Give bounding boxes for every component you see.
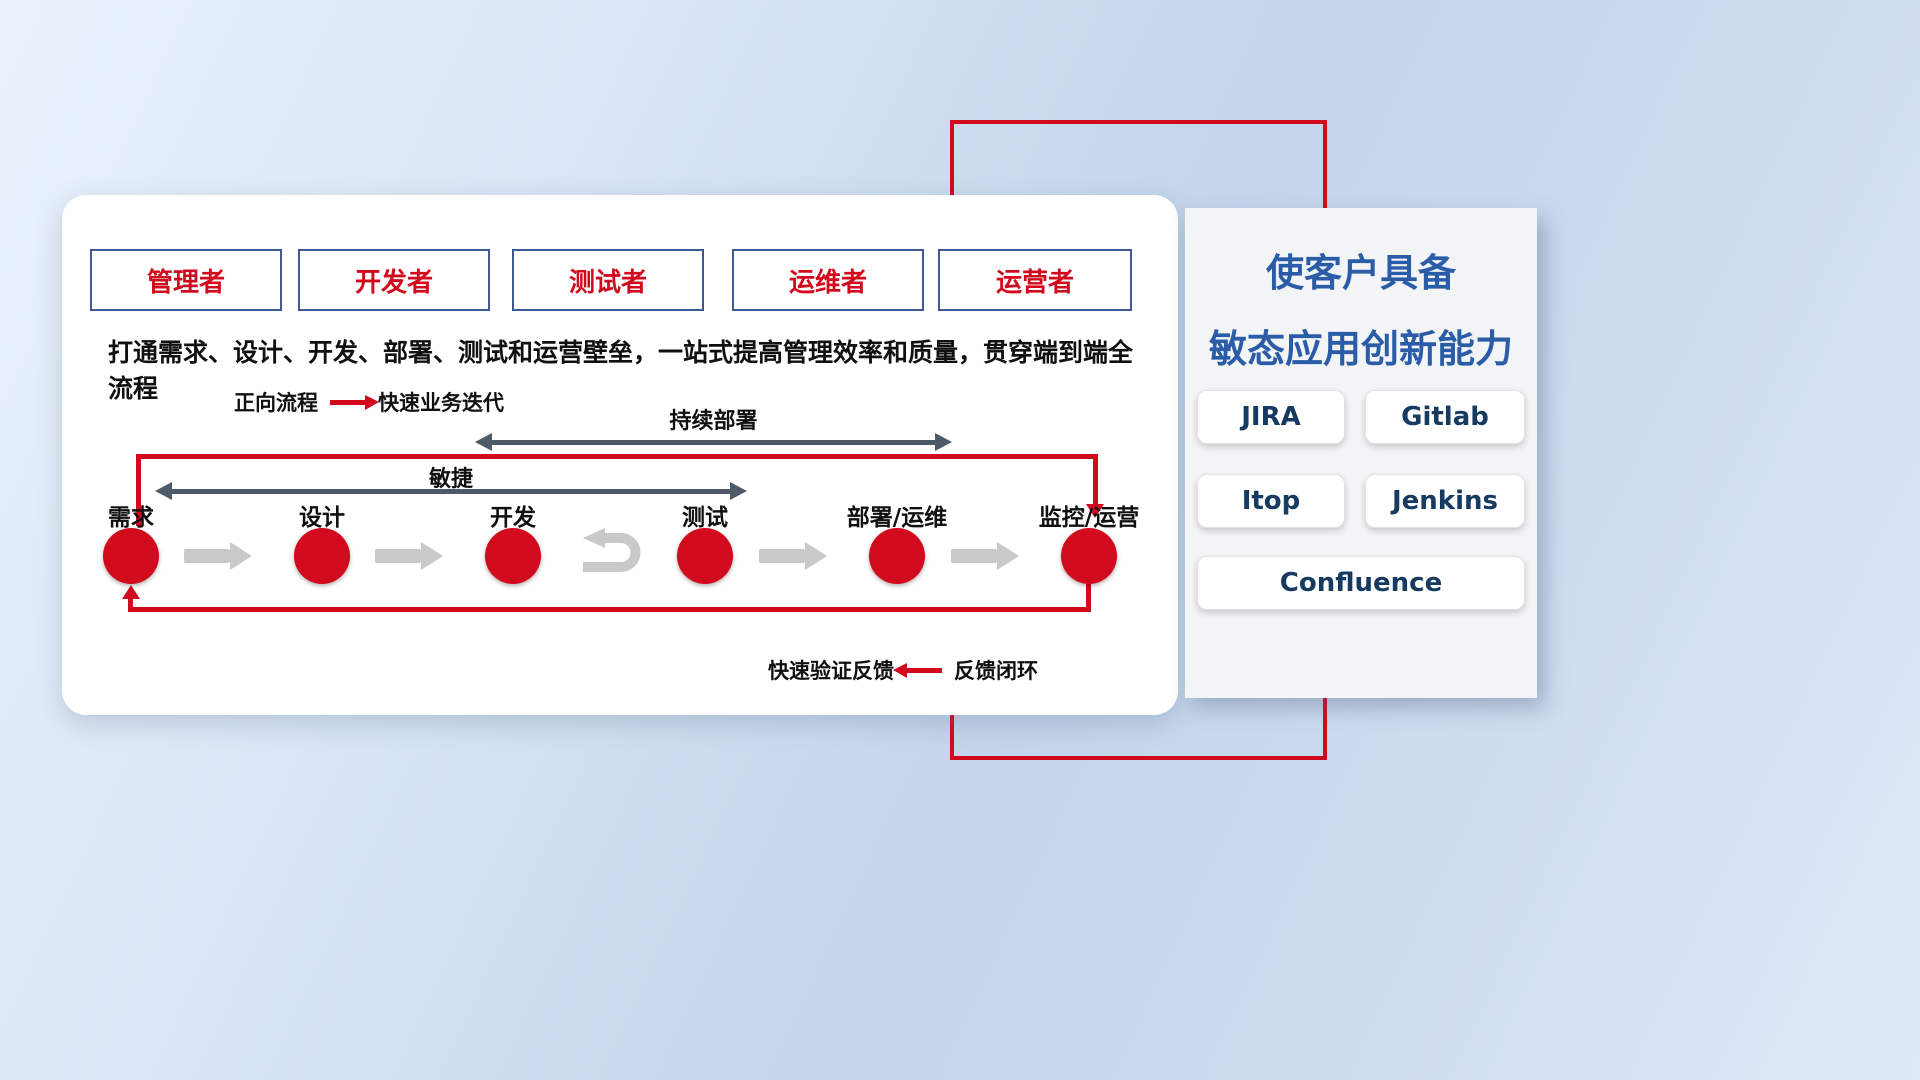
cd-arrow-label: 持续部署: [669, 409, 758, 434]
feedback-legend-desc: 反馈闭环: [954, 659, 1038, 683]
node-label-testing: 测试: [682, 505, 728, 531]
feedback-loop-bottom-line: [128, 607, 1091, 612]
feedback-legend: 快速验证反馈 反馈闭环: [768, 655, 1038, 685]
tool-itop: Itop: [1197, 474, 1345, 528]
feedback-arrow-icon: [893, 662, 942, 678]
flow-node-deploy-ops: [869, 528, 925, 584]
role-box-ops: 运维者: [732, 249, 924, 311]
step-arrow-icon: [759, 542, 827, 570]
tool-confluence: Confluence: [1197, 556, 1525, 610]
forward-arrow-icon: [330, 394, 379, 410]
node-label-development: 开发: [490, 505, 536, 531]
panel-title-line1: 使客户具备: [1265, 251, 1456, 295]
tool-jenkins: Jenkins: [1365, 474, 1525, 528]
devops-flow-card: 管理者 开发者 测试者 运维者 运营者 打通需求、设计、开发、部署、测试和运营壁…: [62, 195, 1178, 715]
role-label: 运维者: [788, 267, 867, 298]
role-label: 开发者: [354, 267, 433, 298]
iteration-loop-arrow-icon: [583, 528, 641, 572]
flow-node-requirements: [103, 528, 159, 584]
forward-loop-top-line: [136, 454, 1098, 459]
feedback-legend-label: 快速验证反馈: [768, 659, 894, 683]
step-arrow-icon: [375, 542, 443, 570]
forward-legend: 正向流程 快速业务迭代: [234, 387, 504, 417]
node-label-deploy-ops: 部署/运维: [846, 505, 948, 531]
feedback-loop-arrowhead-icon: [122, 585, 140, 599]
role-box-manager: 管理者: [90, 249, 282, 311]
role-label: 管理者: [146, 267, 225, 298]
continuous-deployment-arrow-icon: [475, 433, 952, 451]
agile-arrow-label: 敏捷: [428, 467, 473, 492]
tools-panel: 使客户具备 敏态应用创新能力 JIRA Gitlab Itop Jenkins …: [1185, 208, 1537, 698]
role-box-developer: 开发者: [298, 249, 490, 311]
forward-legend-desc: 快速业务迭代: [378, 391, 504, 415]
role-box-operator: 运营者: [938, 249, 1132, 311]
forward-loop-arrowhead-icon: [1086, 504, 1104, 518]
forward-loop-right-line: [1093, 454, 1098, 506]
role-box-tester: 测试者: [512, 249, 704, 311]
role-label: 运营者: [995, 267, 1074, 298]
role-label: 测试者: [568, 267, 647, 298]
forward-legend-label: 正向流程: [234, 391, 318, 415]
flow-node-development: [485, 528, 541, 584]
agile-arrow-icon: [155, 482, 747, 500]
forward-loop-left-line: [136, 454, 141, 526]
step-arrow-icon: [951, 542, 1019, 570]
card-subtitle: 打通需求、设计、开发、部署、测试和运营壁垒，一站式提高管理效率和质量，贯穿端到端…: [108, 338, 1134, 403]
tool-jira: JIRA: [1197, 390, 1345, 444]
feedback-loop-left-line: [128, 599, 133, 612]
node-label-design: 设计: [299, 505, 345, 531]
flow-node-testing: [677, 528, 733, 584]
flow-node-monitor-operate: [1061, 528, 1117, 584]
node-label-monitor-operate: 监控/运营: [1038, 505, 1140, 531]
step-arrow-icon: [184, 542, 252, 570]
node-label-requirements: 需求: [108, 505, 154, 531]
feedback-loop-right-line: [1086, 584, 1091, 612]
tool-gitlab: Gitlab: [1365, 390, 1525, 444]
panel-title-line2: 敏态应用创新能力: [1208, 327, 1513, 371]
flow-node-design: [294, 528, 350, 584]
